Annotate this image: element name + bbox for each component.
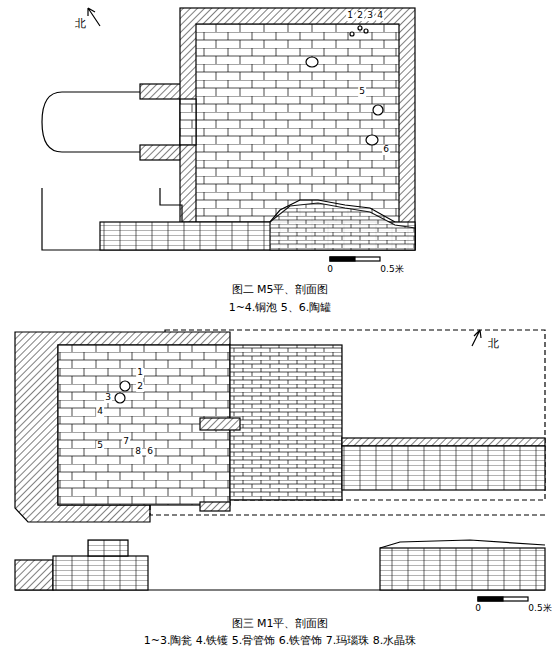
callout-number: 6: [146, 447, 154, 457]
m1-plan: [15, 330, 545, 522]
scale-label: 0.5米: [379, 265, 404, 275]
figure-legend: 1~4.铜泡 5、6.陶罐: [229, 302, 332, 314]
m1-section: [15, 540, 545, 601]
callout-number: 4: [96, 407, 104, 417]
scale-label: 0: [326, 265, 334, 275]
scale-label: 0: [474, 604, 482, 614]
callout-number: 3: [104, 393, 112, 403]
north-label: 北: [75, 18, 86, 30]
figure-caption: 图三 M1平、剖面图: [232, 618, 329, 630]
north-label: 北: [488, 338, 499, 350]
callout-number: 5: [358, 87, 366, 97]
figure-legend: 1~3.陶瓮 4.铁镬 5.骨管饰 6.铁管饰 7.玛瑙珠 8.水晶珠: [144, 635, 417, 647]
callout-number: 2: [356, 11, 364, 21]
callout-number: 4: [376, 11, 384, 21]
callout-number: 1: [136, 368, 144, 378]
scale-label: 0.5米: [527, 604, 552, 614]
callout-number: 6: [382, 145, 390, 155]
callout-number: 7: [122, 437, 130, 447]
callout-number: 3: [366, 11, 374, 21]
callout-number: 8: [134, 447, 142, 457]
callout-number: 5: [96, 441, 104, 451]
figure-caption: 图二 M5平、剖面图: [232, 284, 329, 296]
m5-section: [42, 188, 415, 261]
callout-number: 2: [136, 382, 144, 392]
callout-number: 1: [346, 11, 354, 21]
m5-plan: [42, 8, 415, 245]
